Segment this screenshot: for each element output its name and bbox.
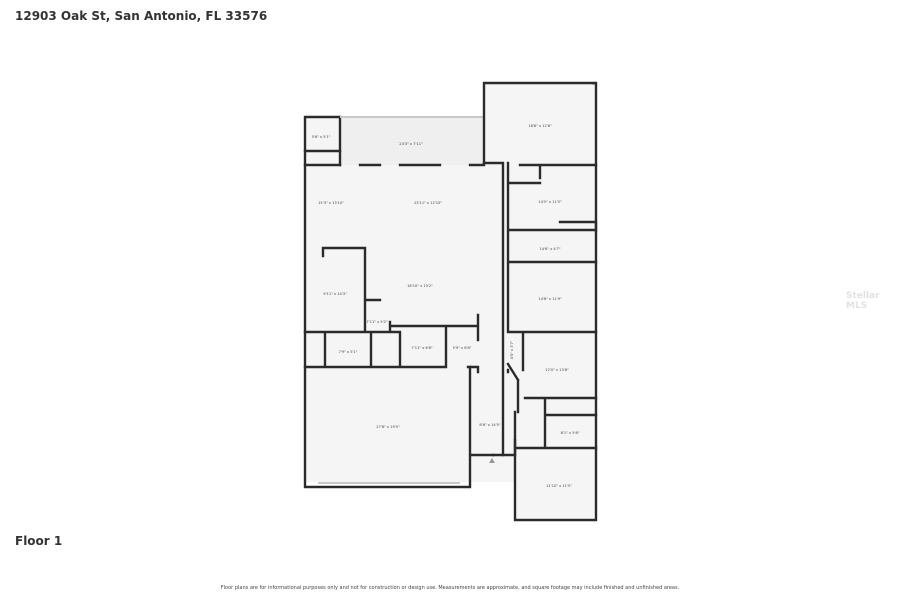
room-label: 18'6" x 12'6": [528, 124, 552, 128]
room-label: 27'8" x 19'5": [376, 425, 400, 429]
room-label: 14'6" x 4'7": [539, 247, 560, 251]
room-label: 7'11" x 6'8": [411, 346, 432, 350]
room-label: 12'0" x 13'8": [545, 368, 569, 372]
floor-label: Floor 1: [15, 534, 63, 548]
room-label: 14'8" x 11'9": [538, 297, 562, 301]
room-label: 7'11" x 5'2": [366, 320, 387, 324]
room-label: 4'5" x 3'7": [510, 340, 514, 359]
room-label: 11'10" x 11'5": [546, 484, 572, 488]
room-labels: 5'6" x 5'1" 24'3" x 7'11" 18'6" x 12'6" …: [312, 124, 580, 488]
room-label: 23'11" x 12'10": [414, 201, 442, 205]
room-label: 18'10" x 13'2": [407, 284, 433, 288]
room-label: 5'9" x 6'8": [453, 346, 472, 350]
walls: [303, 81, 598, 522]
room-label: 7'9" x 5'1": [339, 350, 358, 354]
property-address: 12903 Oak St, San Antonio, FL 33576: [15, 9, 268, 23]
room-label: 14'5" x 11'5": [538, 200, 562, 204]
room-label: 8'1" x 5'6": [561, 431, 580, 435]
room-label: 5'6" x 5'1": [312, 135, 331, 139]
room-label: 24'3" x 7'11": [399, 142, 423, 146]
room-label: 8'6" x 14'5": [479, 423, 500, 427]
disclaimer: Floor plans are for informational purpos…: [220, 585, 680, 591]
room-label: 15'3" x 13'10": [318, 201, 344, 205]
room-label: 9'11" x 14'3": [323, 292, 347, 296]
entry-arrow-icon: [489, 458, 495, 463]
watermark: Stellar MLS: [846, 291, 880, 311]
